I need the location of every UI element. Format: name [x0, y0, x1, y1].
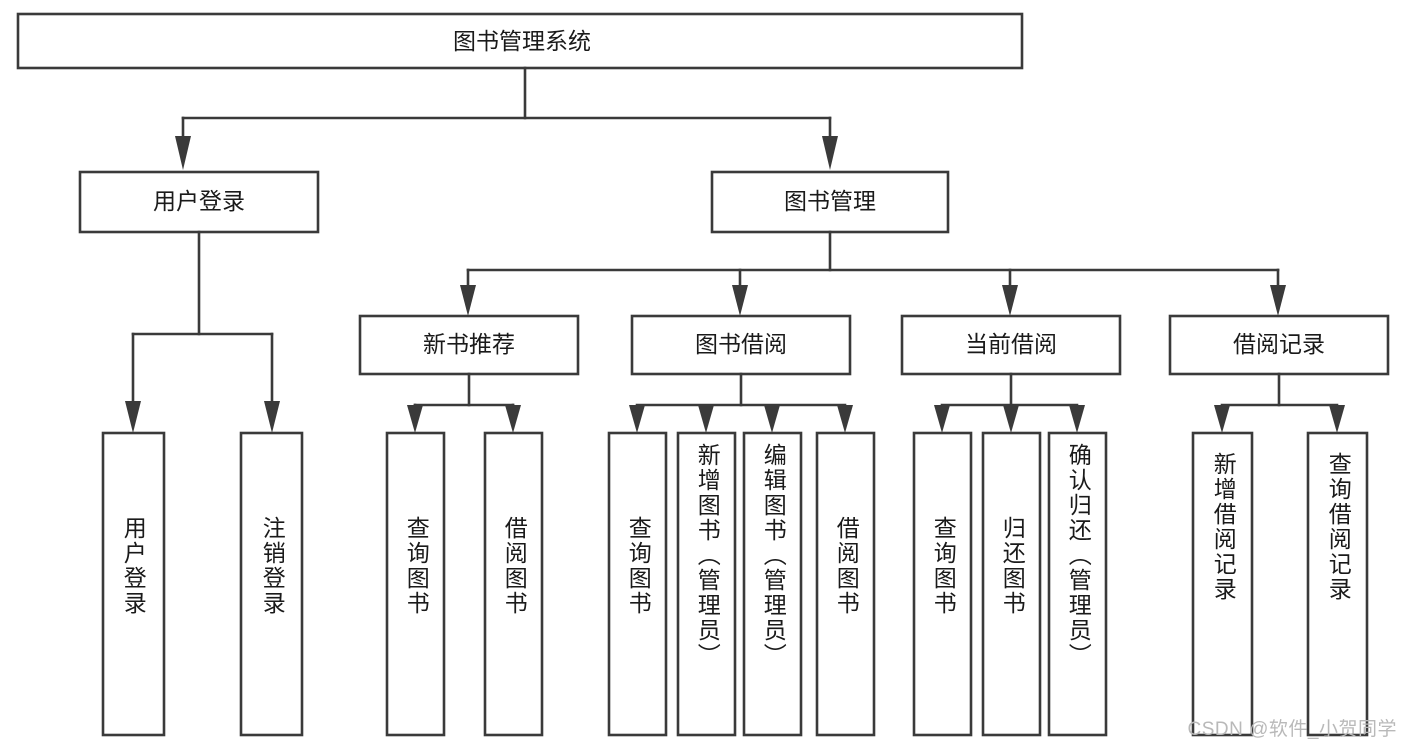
- leaf-bb-add-book[interactable]: [676, 431, 737, 737]
- arrow-head-icon: [505, 405, 521, 433]
- leaf-logout[interactable]: [239, 431, 304, 737]
- arrow-head-icon: [1003, 405, 1019, 433]
- node-book-borrow-label: 图书借阅: [695, 331, 787, 357]
- leaf-cb-query-book[interactable]: [912, 431, 973, 737]
- arrow-head-icon: [125, 401, 141, 433]
- arrow-head-icon: [629, 405, 645, 433]
- leaf-bb-borrow-book[interactable]: [815, 431, 876, 737]
- node-user-login-label: 用户登录: [153, 188, 245, 214]
- node-book-borrow[interactable]: [630, 314, 852, 376]
- arrow-head-icon: [822, 136, 838, 170]
- arrow-head-icon: [1002, 285, 1018, 316]
- arrow-head-icon: [837, 405, 853, 433]
- arrow-head-icon: [460, 285, 476, 316]
- arrow-head-icon: [1069, 405, 1085, 433]
- node-current-borrow-label: 当前借阅: [965, 331, 1057, 357]
- node-root[interactable]: [16, 12, 1024, 70]
- leaf-bb-query-book[interactable]: [607, 431, 668, 737]
- arrow-head-icon: [175, 136, 191, 170]
- node-book-management[interactable]: [710, 170, 950, 234]
- node-book-management-label: 图书管理: [784, 188, 876, 214]
- leaf-bb-edit-book[interactable]: [742, 431, 803, 737]
- watermark-text: CSDN @软件_小贺同学: [1187, 719, 1397, 740]
- leaf-br-query-record[interactable]: [1306, 431, 1369, 737]
- leaf-br-add-record[interactable]: [1191, 431, 1254, 737]
- leaf-cb-confirm-return[interactable]: [1047, 431, 1108, 737]
- node-borrow-records[interactable]: [1168, 314, 1390, 376]
- node-new-book-recommend[interactable]: [358, 314, 580, 376]
- arrow-head-icon: [934, 405, 950, 433]
- arrow-head-icon: [764, 405, 780, 433]
- arrow-head-icon: [1270, 285, 1286, 316]
- arrow-head-icon: [1329, 405, 1345, 433]
- arrow-head-icon: [264, 401, 280, 433]
- node-current-borrow[interactable]: [900, 314, 1122, 376]
- arrow-head-icon: [732, 285, 748, 316]
- leaf-nbr-borrow-book[interactable]: [483, 431, 544, 737]
- node-root-label: 图书管理系统: [453, 28, 591, 54]
- leaf-user-login[interactable]: [101, 431, 166, 737]
- arrow-head-icon: [1214, 405, 1230, 433]
- leaf-nbr-query-book[interactable]: [385, 431, 446, 737]
- leaf-cb-return-book[interactable]: [981, 431, 1042, 737]
- node-new-book-recommend-label: 新书推荐: [423, 331, 515, 357]
- node-borrow-records-label: 借阅记录: [1233, 331, 1325, 357]
- arrow-head-icon: [698, 405, 714, 433]
- arrow-head-icon: [407, 405, 423, 433]
